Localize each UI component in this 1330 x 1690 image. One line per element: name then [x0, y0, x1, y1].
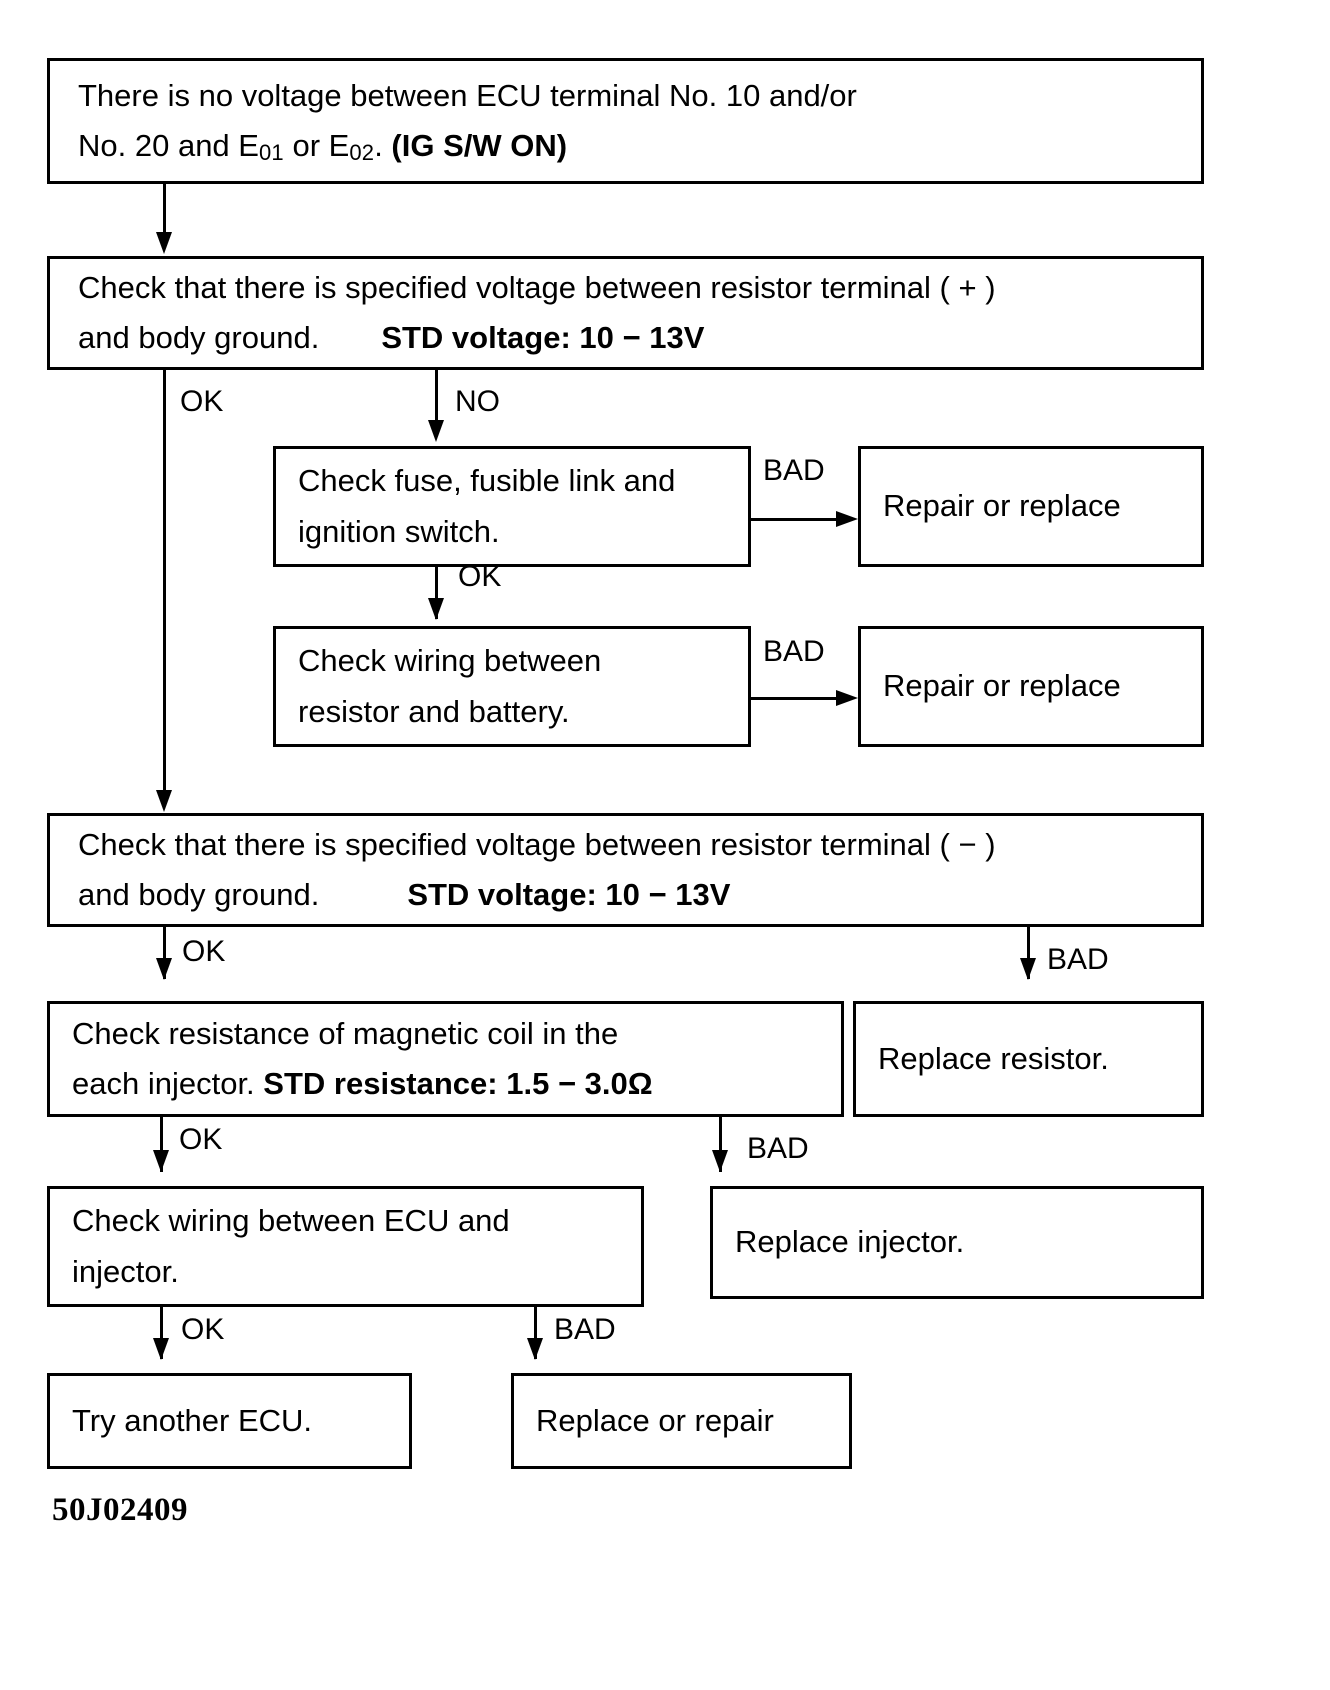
- arrow-wiring-ecu-bad: [527, 1338, 543, 1360]
- resistance-std-label: STD resistance: [263, 1066, 488, 1101]
- arrow-resistance-bad: [712, 1150, 728, 1172]
- node-check-wiring-ecu-injector: Check wiring between ECU and injector.: [47, 1186, 644, 1307]
- node-check-fuse-line2: ignition switch.: [298, 513, 500, 549]
- connector-wiring-resistor-bad: [751, 697, 840, 700]
- node-check-voltage-minus-line2: and body ground. STD voltage: 10 − 13V: [50, 870, 1201, 920]
- node-symptom: There is no voltage between ECU terminal…: [47, 58, 1204, 184]
- node-symptom-line2-c: .: [374, 128, 392, 163]
- edge-label-ok-4: OK: [181, 1313, 225, 1346]
- node-try-another-ecu-line1: Try another ECU.: [72, 1402, 313, 1438]
- voltage-minus-line2-a: and body ground.: [78, 877, 320, 912]
- node-repair-or-replace-2: Repair or replace: [858, 626, 1204, 747]
- edge-label-ok-fuse: OK: [458, 560, 502, 593]
- arrow-resistance-ok: [153, 1150, 169, 1172]
- node-wiring-resistor-battery-line1: Check wiring between: [298, 643, 602, 679]
- arrow-voltage-plus-no: [428, 420, 444, 442]
- edge-label-bad-voltage-minus: BAD: [1047, 943, 1109, 976]
- node-symptom-line1: There is no voltage between ECU terminal…: [78, 77, 857, 113]
- node-try-another-ecu: Try another ECU.: [47, 1373, 412, 1469]
- node-replace-or-repair: Replace or repair: [511, 1373, 852, 1469]
- node-symptom-sub-e01: 01: [258, 139, 284, 165]
- edge-label-bad-wiring-resistor: BAD: [763, 635, 825, 668]
- edge-label-bad-wiring-ecu: BAD: [554, 1313, 616, 1346]
- voltage-plus-line2-a: and body ground.: [78, 320, 320, 355]
- connector-symptom-to-voltage-plus: [163, 184, 166, 238]
- arrow-wiring-resistor-bad: [836, 690, 858, 706]
- node-replace-or-repair-line1: Replace or repair: [536, 1402, 774, 1438]
- resistance-line2-a: each injector.: [72, 1066, 264, 1101]
- edge-label-bad-resistance: BAD: [747, 1132, 809, 1165]
- node-symptom-line2-a: No. 20 and E: [78, 128, 259, 163]
- connector-wiring-ecu-ok: [160, 1307, 163, 1359]
- node-check-voltage-minus-line1: Check that there is specified voltage be…: [78, 826, 996, 862]
- node-repair-or-replace-1-line1: Repair or replace: [883, 488, 1121, 524]
- arrow-voltage-plus-ok: [156, 790, 172, 812]
- node-repair-or-replace-2-line1: Repair or replace: [883, 668, 1121, 704]
- arrow-fuse-bad: [836, 511, 858, 527]
- node-check-voltage-plus-line2: and body ground. STD voltage: 10 − 13V: [50, 313, 1201, 363]
- node-wiring-resistor-battery-line2: resistor and battery.: [298, 693, 570, 729]
- node-replace-resistor: Replace resistor.: [853, 1001, 1204, 1117]
- node-replace-injector: Replace injector.: [710, 1186, 1204, 1299]
- connector-resistance-ok: [160, 1117, 163, 1172]
- node-repair-or-replace-1: Repair or replace: [858, 446, 1204, 567]
- voltage-minus-std-value: : 10 − 13V: [586, 877, 731, 912]
- node-wiring-ecu-line1: Check wiring between ECU and: [72, 1203, 510, 1239]
- node-check-voltage-minus: Check that there is specified voltage be…: [47, 813, 1204, 927]
- node-symptom-line2: No. 20 and E01 or E02. (IG S/W ON): [50, 121, 1201, 171]
- node-check-fuse: Check fuse, fusible link and ignition sw…: [273, 446, 751, 567]
- resistance-std-value: : 1.5 − 3.0Ω: [487, 1066, 653, 1101]
- node-symptom-line2-b: or E: [283, 128, 350, 163]
- edge-label-ok-1: OK: [180, 385, 224, 418]
- node-replace-injector-line1: Replace injector.: [735, 1224, 965, 1260]
- voltage-plus-std-value: : 10 − 13V: [560, 320, 705, 355]
- node-check-resistance-line1: Check resistance of magnetic coil in the: [72, 1015, 619, 1051]
- node-wiring-ecu-line2: injector.: [72, 1253, 179, 1289]
- figure-code: 50J02409: [52, 1492, 188, 1528]
- edge-label-ok-3: OK: [179, 1123, 223, 1156]
- arrow-symptom-to-voltage-plus: [156, 232, 172, 254]
- arrow-wiring-ecu-ok: [153, 1338, 169, 1360]
- connector-fuse-bad: [751, 518, 840, 521]
- connector-voltage-minus-ok: [163, 927, 166, 979]
- connector-voltage-plus-ok: [163, 370, 166, 800]
- node-check-fuse-line1: Check fuse, fusible link and: [298, 463, 676, 499]
- node-check-voltage-plus-line1: Check that there is specified voltage be…: [78, 269, 996, 305]
- voltage-minus-std-label: STD voltage: [407, 877, 587, 912]
- edge-label-no-1: NO: [455, 385, 500, 418]
- edge-label-ok-2: OK: [182, 935, 226, 968]
- edge-label-bad-fuse: BAD: [763, 454, 825, 487]
- node-check-resistance: Check resistance of magnetic coil in the…: [47, 1001, 844, 1117]
- connector-voltage-minus-bad: [1027, 927, 1030, 979]
- node-check-wiring-resistor-battery: Check wiring between resistor and batter…: [273, 626, 751, 747]
- arrow-fuse-ok: [428, 598, 444, 620]
- node-check-resistance-line2: each injector. STD resistance: 1.5 − 3.0…: [50, 1059, 841, 1109]
- arrow-voltage-minus-ok: [156, 958, 172, 980]
- arrow-voltage-minus-bad: [1020, 958, 1036, 980]
- connector-fuse-ok: [435, 567, 438, 619]
- voltage-plus-std-label: STD voltage: [381, 320, 561, 355]
- node-symptom-sub-e02: 02: [349, 139, 375, 165]
- node-check-voltage-plus: Check that there is specified voltage be…: [47, 256, 1204, 370]
- connector-resistance-bad: [719, 1117, 722, 1172]
- node-replace-resistor-line1: Replace resistor.: [878, 1040, 1109, 1076]
- node-symptom-ig-sw-on: (IG S/W ON): [391, 128, 568, 163]
- connector-wiring-ecu-bad: [534, 1307, 537, 1359]
- connector-voltage-plus-no: [435, 370, 438, 426]
